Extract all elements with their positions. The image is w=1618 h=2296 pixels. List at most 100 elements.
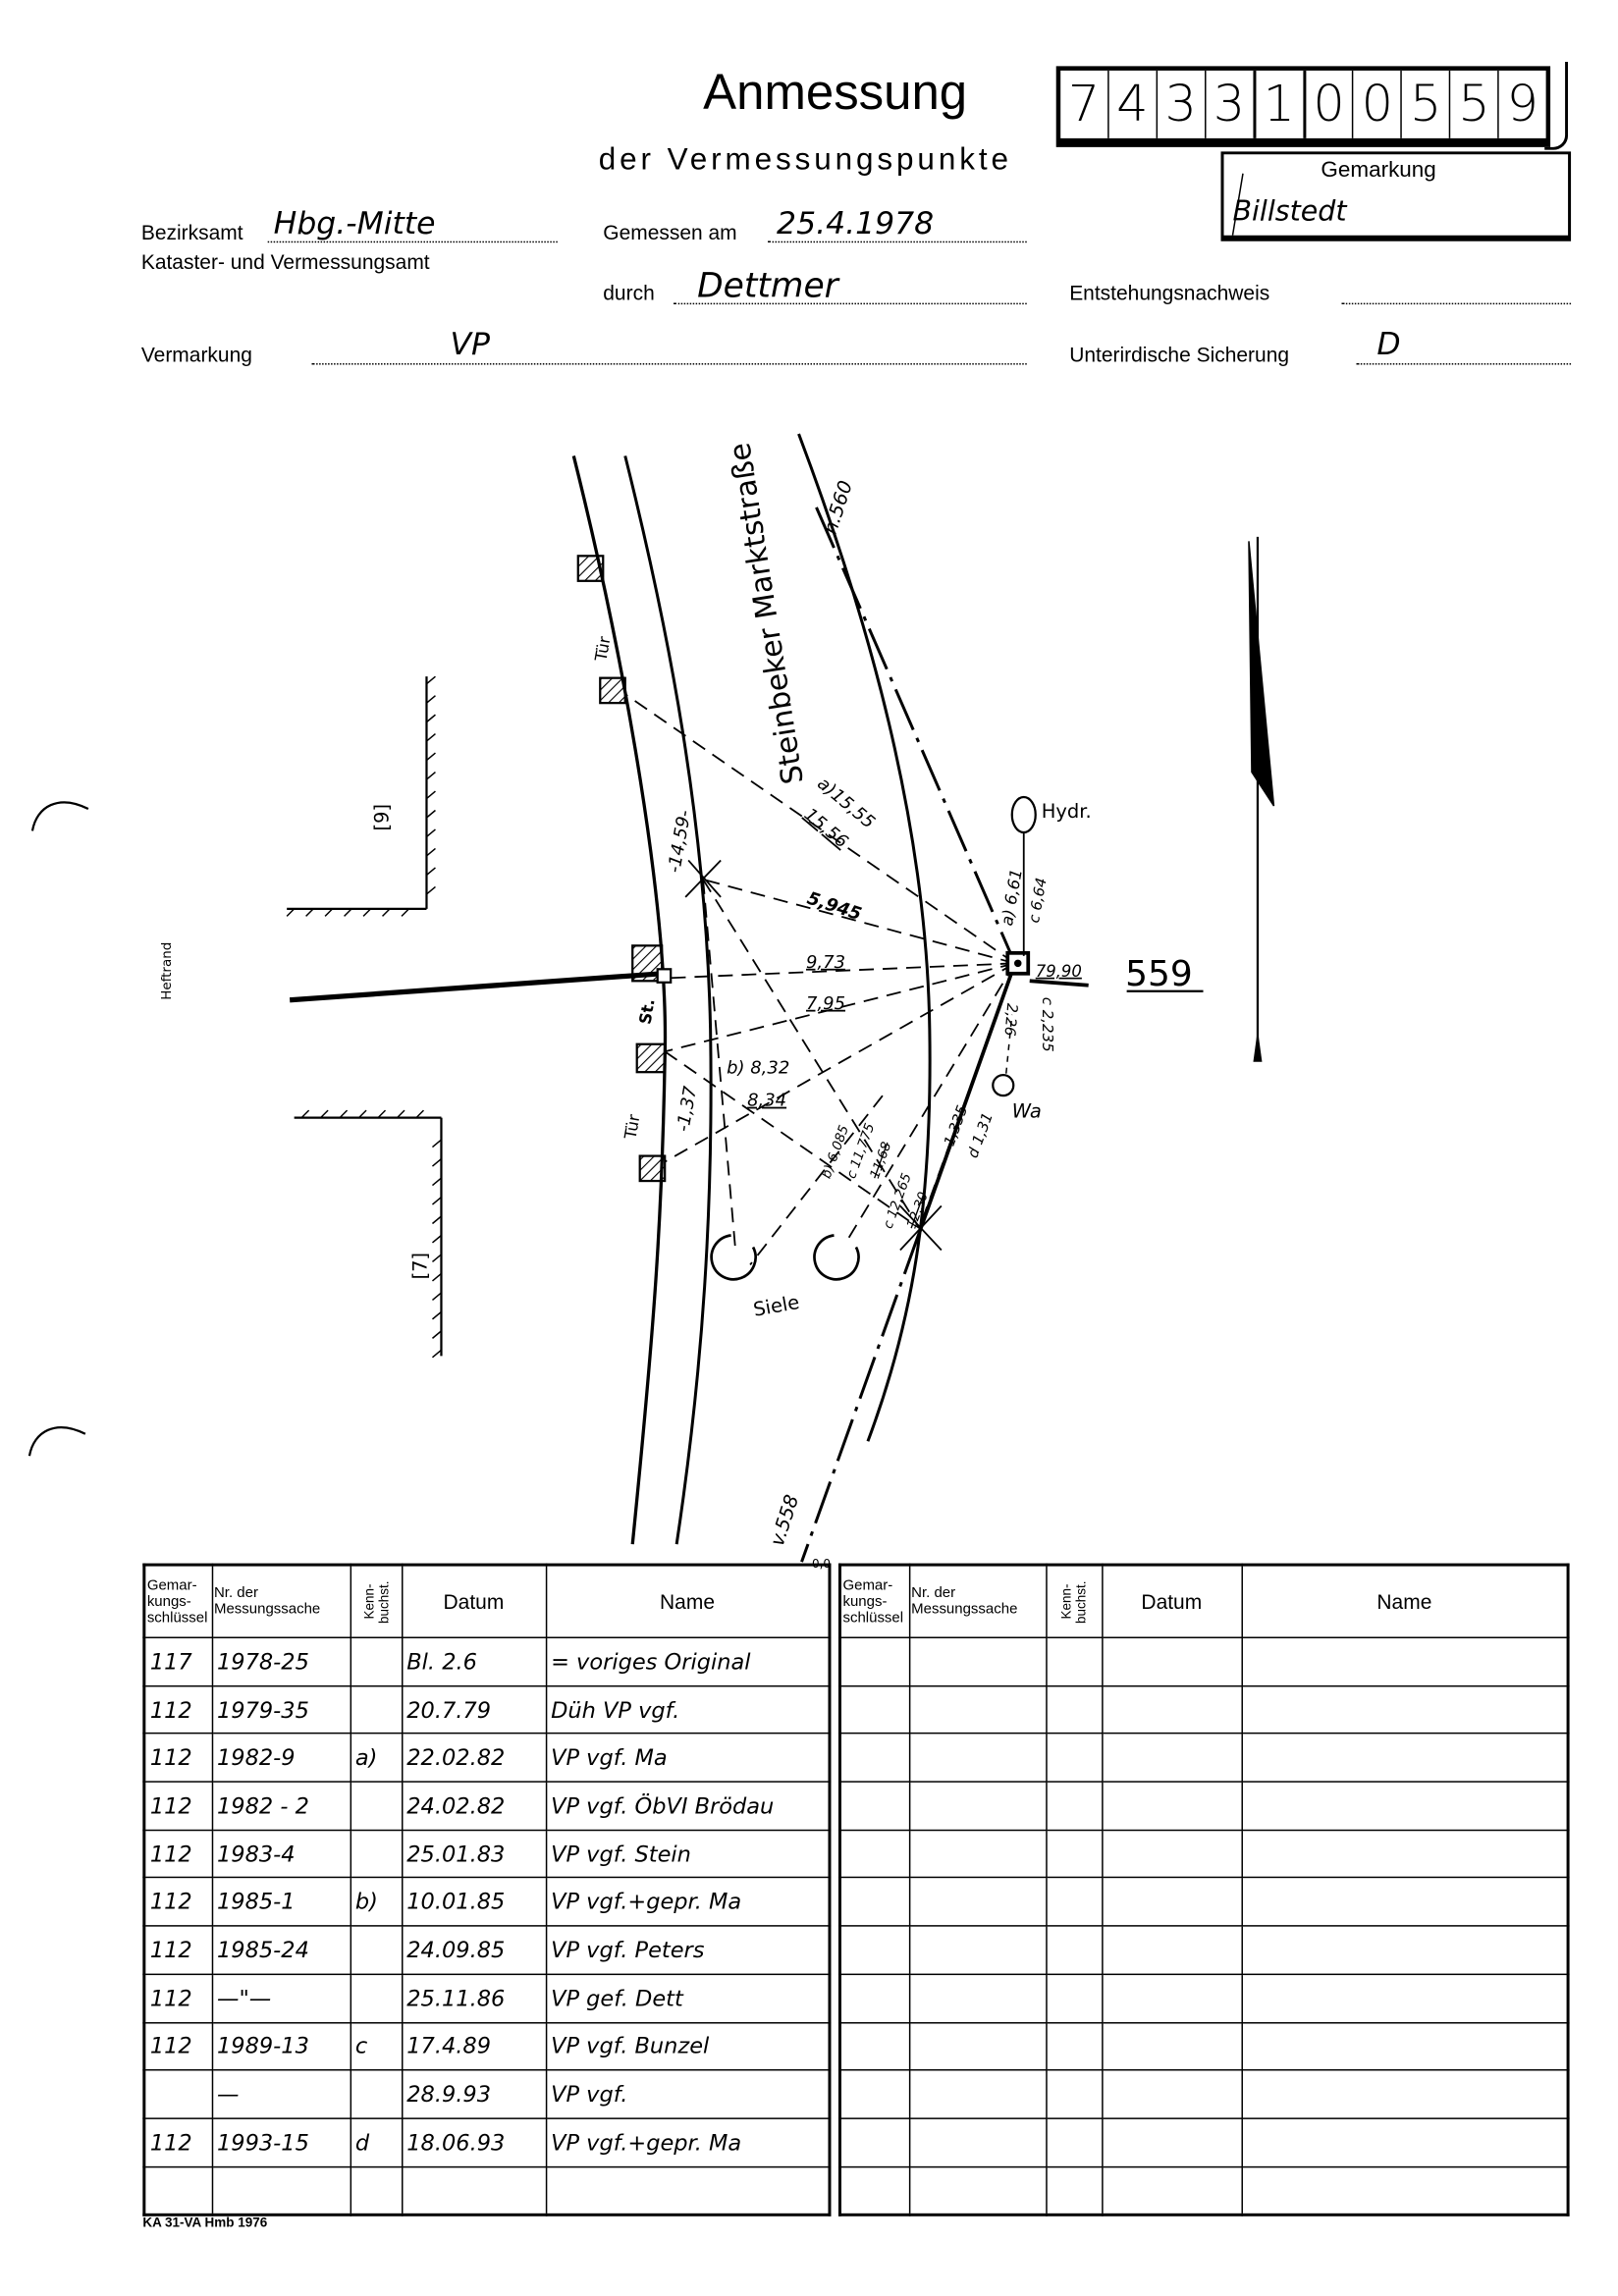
table-cell: 18.06.93 [401, 2117, 547, 2167]
dash-dot-line-v558 [800, 1231, 921, 1563]
col-gemarkungsschluessel: Gemar-kungs-schlüssel [838, 1564, 910, 1638]
col-kennbuchstabe-label: Kenn-buchst. [360, 1579, 391, 1624]
table-cell [838, 1733, 910, 1783]
dotted-line [1341, 302, 1572, 305]
table-cell [908, 2117, 1047, 2167]
table-cell [143, 2165, 213, 2216]
table-cell [1240, 1829, 1569, 1879]
table-cell: 1982 - 2 [210, 1781, 351, 1831]
table-cell: 117 [143, 1636, 213, 1686]
point-number-label: 559 [1125, 954, 1193, 994]
table-row [143, 2165, 831, 2216]
table-cell: VP gef. Dett [545, 1973, 831, 2023]
table-row-empty [838, 1781, 1569, 1831]
wall-hatch [286, 675, 436, 917]
table-cell [349, 2069, 403, 2119]
table-cell: 1982-9 [210, 1733, 351, 1783]
table-cell: 112 [143, 2117, 213, 2167]
measurement: 8,34 [747, 1091, 786, 1111]
table-cell [1101, 2069, 1243, 2119]
measurement: 5,945 [804, 888, 864, 926]
table-cell: 112 [143, 1829, 213, 1879]
table-cell: 24.09.85 [401, 1925, 547, 1975]
table-cell: VP vgf. ÖbVI Brödau [545, 1781, 831, 1831]
table-cell: 22.02.82 [401, 1733, 547, 1783]
wall-hatch [300, 1109, 442, 1359]
table-cell: 112 [143, 1684, 213, 1735]
table-cell [1240, 1877, 1569, 1927]
valve-line [1005, 1014, 1013, 1074]
form-subtitle: der Vermessungspunkte [598, 142, 1012, 177]
measurement: -1,37 [673, 1084, 701, 1133]
table-cell [838, 1829, 910, 1879]
table-cell [1045, 1829, 1103, 1879]
stone-marker-icon [656, 968, 673, 984]
table-cell: —"— [210, 1973, 351, 2023]
dotted-line [674, 302, 1027, 305]
digit: 5 [1402, 70, 1451, 138]
table-cell [908, 1973, 1047, 2023]
measurement: 9,73 [806, 952, 845, 973]
table-cell [1240, 2165, 1569, 2216]
table-cell [1240, 1733, 1569, 1783]
col-gemarkungsschluessel: Gemar-kungs-schlüssel [143, 1564, 213, 1638]
table-cell [908, 1684, 1047, 1735]
door-label: Tür [620, 1113, 643, 1142]
gemessen-label: Gemessen am [603, 220, 737, 244]
table-cell: 112 [143, 1877, 213, 1927]
table-row-empty [838, 1636, 1569, 1686]
digit: 0 [1354, 70, 1403, 138]
table-cell [838, 1925, 910, 1975]
door-label: Tür [591, 635, 614, 664]
dotted-line [267, 240, 558, 243]
table-cell [349, 1973, 403, 2023]
col-kennbuchstabe-label: Kenn-buchst. [1058, 1579, 1089, 1624]
amt-label: Kataster- und Vermessungsamt [140, 249, 430, 274]
wall-upper [287, 676, 428, 911]
north-arrow-head [1248, 541, 1275, 807]
table-cell [349, 1636, 403, 1686]
table-cell [1045, 2165, 1103, 2216]
table-cell [908, 1925, 1047, 1975]
sewer-icon [710, 1234, 757, 1281]
table-cell: 1983-4 [210, 1829, 351, 1879]
table-cell: 112 [143, 1925, 213, 1975]
digit: 3 [1158, 70, 1207, 138]
water-valve-icon [992, 1074, 1015, 1097]
gemarkung-value: Billstedt [1232, 195, 1347, 229]
gemarkung-box: Gemarkung Billstedt [1220, 151, 1572, 241]
bracket-line [1544, 61, 1569, 150]
table-cell [1240, 2021, 1569, 2071]
table-cell [908, 2021, 1047, 2071]
table-cell [1101, 1829, 1243, 1879]
table-cell [349, 1925, 403, 1975]
entstehung-label: Entstehungsnachweis [1069, 281, 1270, 305]
table-row-empty [838, 1973, 1569, 2023]
measurement-history-table-left: Gemar-kungs-schlüssel Nr. der Messungssa… [142, 1563, 832, 2217]
table-row-empty [838, 2117, 1569, 2167]
table-cell: 1993-15 [210, 2117, 351, 2167]
table-cell [1101, 1684, 1243, 1735]
dotted-line [1356, 363, 1572, 365]
table-cell: 24.02.82 [401, 1781, 547, 1831]
col-datum: Datum [1101, 1564, 1243, 1638]
measurements: -14,59- -1,37 a)15,55 15,56 5,945 9,73 7… [664, 774, 1081, 1231]
table-cell [1240, 1973, 1569, 2023]
col-datum: Datum [401, 1564, 547, 1638]
tick-line [1029, 979, 1089, 988]
dotted-line [768, 240, 1027, 243]
v558-label: v.558 [766, 1492, 803, 1549]
measurement-history-table-right: Gemar-kungs-schlüssel Nr. der Messungssa… [837, 1563, 1570, 2217]
table-cell [349, 1829, 403, 1879]
table-cell [1045, 1925, 1103, 1975]
boundary-line [289, 971, 663, 1003]
digit: 1 [1256, 70, 1306, 138]
table-cell [838, 1781, 910, 1831]
